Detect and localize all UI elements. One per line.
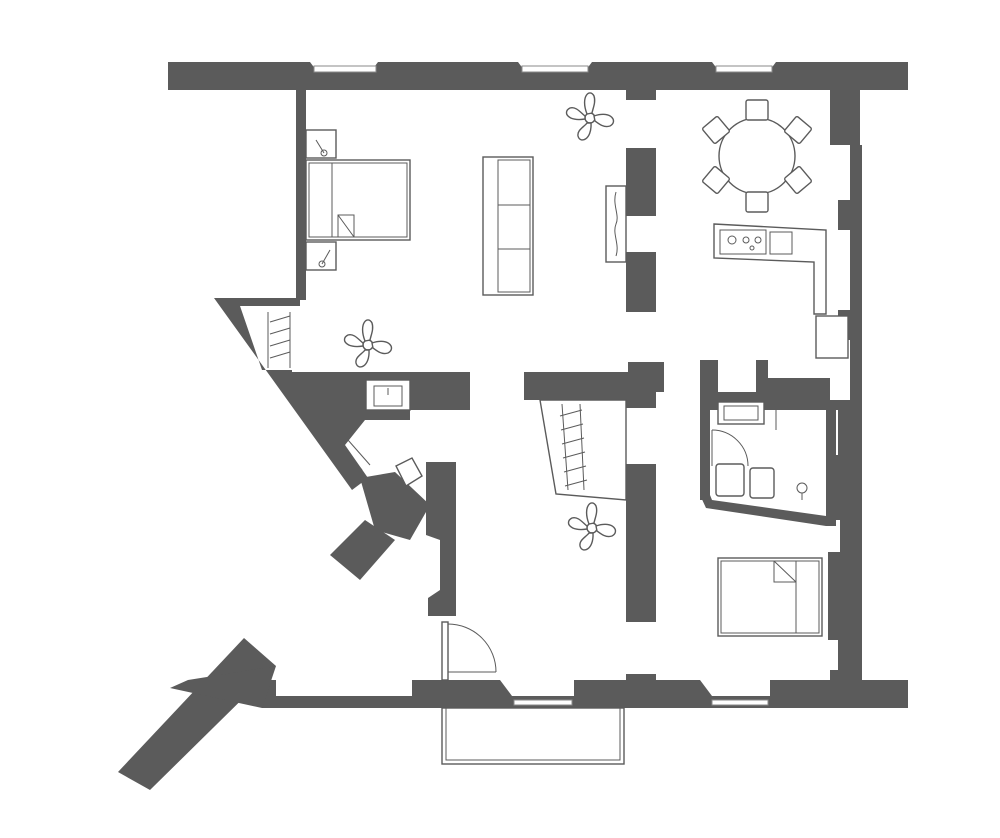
kitchen-counter [713,223,827,315]
kitchen [713,223,849,359]
ceiling-fan-living [565,92,615,141]
second-bedroom [717,557,823,637]
wardrobe [267,312,291,368]
double-bed-master [305,159,411,241]
living-room [482,156,627,296]
kitchen-sink [769,231,793,255]
bathtub [715,463,745,497]
powder-room [339,379,423,488]
toilet [395,457,423,488]
nightstand-bottom [305,241,337,271]
cooktop [719,229,767,255]
double-bed-second [717,557,823,637]
bathroom-sink [717,401,765,425]
toilet-bath [749,467,775,499]
shower-head [796,482,808,494]
bathroom [711,401,808,500]
dining-table [718,117,796,195]
dining-area [702,99,812,213]
shower-door [711,429,749,467]
ceiling-fan-bedroom [343,319,393,368]
fridge [815,315,849,359]
master-bedroom [305,129,411,271]
dining-chairs [702,99,812,213]
walk-in-closet [539,399,627,501]
windows [313,65,773,706]
ceiling-fan-hall [567,502,617,551]
balcony [441,707,625,765]
entry-door [441,621,497,681]
sofa [482,156,534,296]
